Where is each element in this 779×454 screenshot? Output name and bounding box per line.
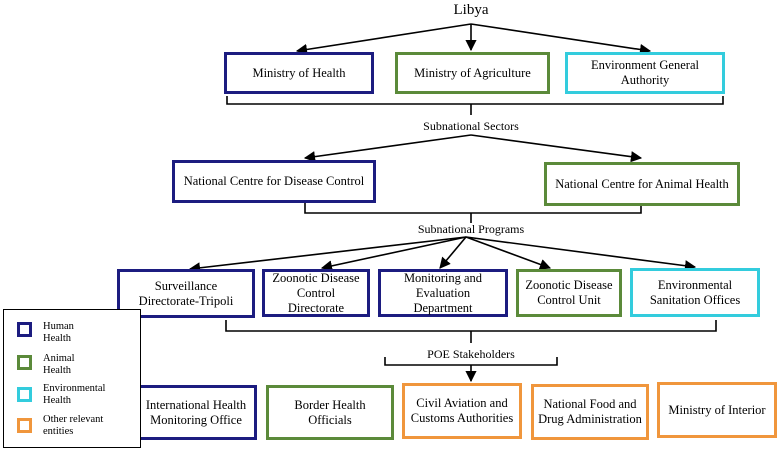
subnational-programs-label: Subnational Programs	[417, 222, 525, 236]
ministry-box-health: Ministry of Health	[224, 52, 374, 94]
legend-swatch-animal	[17, 355, 32, 370]
centre-box-animal-health: National Centre for Animal Health	[544, 162, 740, 206]
centre-box-disease-control: National Centre for Disease Control	[172, 160, 376, 203]
program-box-surveillance: Surveillance Directorate-Tripoli	[117, 269, 255, 318]
legend-swatch-environmental	[17, 387, 32, 402]
program-box-environmental-sanitation: Environmental Sanitation Offices	[630, 268, 760, 317]
legend-swatch-human	[17, 322, 32, 337]
diagram-title: Libya	[453, 2, 489, 18]
stakeholder-box-ihmo: International Health Monitoring Office	[135, 385, 257, 440]
ministry-box-environment: Environment General Authority	[565, 52, 725, 94]
program-box-monitoring-evaluation: Monitoring and Evaluation Department	[378, 269, 508, 317]
program-box-zoonotic-unit: Zoonotic Disease Control Unit	[516, 269, 622, 317]
subnational-sectors-label: Subnational Sectors	[423, 119, 519, 133]
program-box-zoonotic-directorate: Zoonotic Disease Control Directorate	[262, 269, 370, 317]
stakeholder-box-food-drug: National Food and Drug Administration	[531, 384, 649, 440]
stakeholder-box-border-health: Border Health Officials	[266, 385, 394, 440]
legend-swatch-other	[17, 418, 32, 433]
legend-label-environmental: Environmental Health	[43, 383, 106, 406]
ministry-box-agriculture: Ministry of Agriculture	[395, 52, 550, 94]
legend: Human Health Animal Health Environmental…	[3, 309, 141, 448]
stakeholder-box-interior: Ministry of Interior	[657, 382, 777, 438]
legend-label-other: Other relevant entities	[43, 414, 104, 437]
legend-label-animal: Animal Health	[43, 353, 75, 376]
poe-stakeholders-label: POE Stakeholders	[427, 347, 515, 361]
stakeholder-box-civil-aviation: Civil Aviation and Customs Authorities	[402, 383, 522, 439]
legend-label-human: Human Health	[43, 321, 74, 344]
